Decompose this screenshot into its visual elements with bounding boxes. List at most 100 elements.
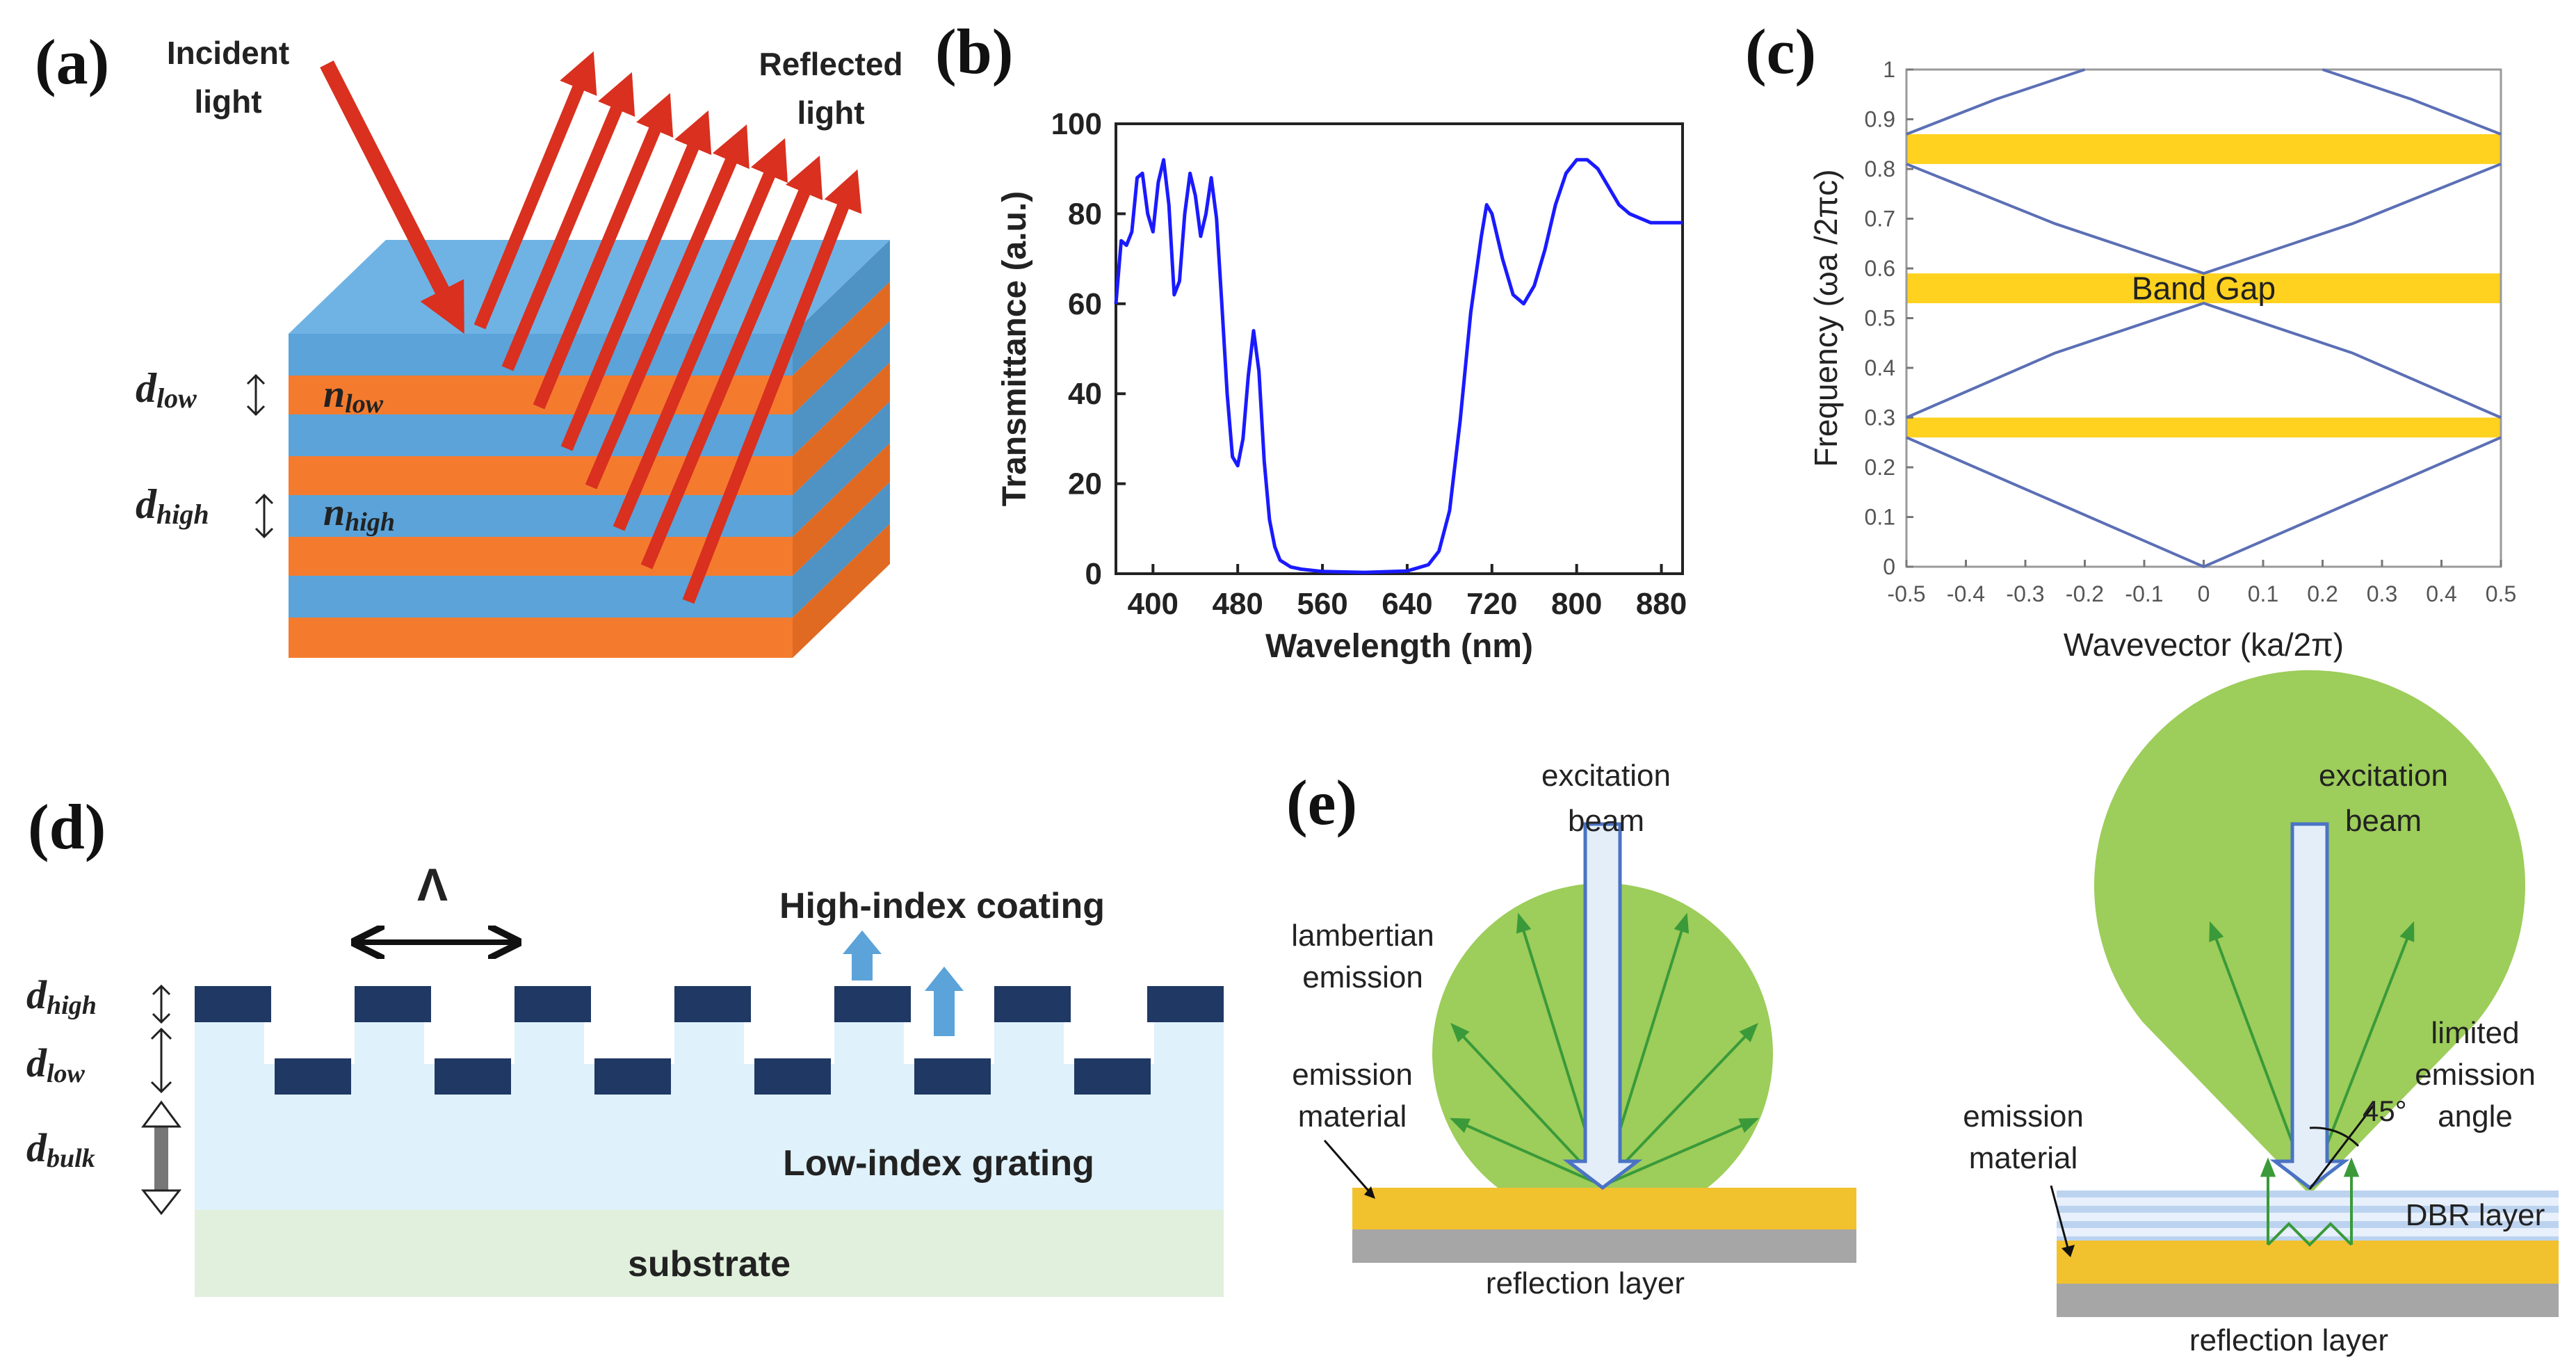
angle-arm xyxy=(2308,1104,2376,1190)
reflection-layer xyxy=(1352,1229,1856,1263)
lambertian-label-line2: emission xyxy=(1302,960,1423,994)
chart-b-x-tick-label: 560 xyxy=(1297,587,1347,621)
dbr-bounce-rays xyxy=(2267,1222,2353,1247)
chart-c-y-tick-label: 1 xyxy=(1883,57,1895,82)
band-gap-region xyxy=(1906,273,2501,304)
limited-label-line3: angle xyxy=(2438,1099,2513,1133)
reflected-ray-3 xyxy=(533,92,674,410)
dbr-layer-label: DBR layer xyxy=(2406,1198,2545,1232)
layer-low-2 xyxy=(289,456,793,495)
chart-c-y-tick-label: 0.5 xyxy=(1865,306,1895,331)
lambertian-label-line1: lambertian xyxy=(1291,919,1434,953)
chart-c-y-tick-label: 0.3 xyxy=(1865,405,1895,430)
dbr-setup: 45° excitation beam limited emission ang… xyxy=(1963,670,2559,1357)
up-arrow-icons xyxy=(843,930,964,1036)
chart-c-y-tick-label: 0.8 xyxy=(1865,156,1895,181)
substrate-layer xyxy=(195,1210,1224,1297)
chart-b-frame xyxy=(1115,122,1684,575)
chart-b-y-tick-label: 20 xyxy=(1068,467,1102,501)
chart-c-y-axis-label: Frequency (ωa /2πc) xyxy=(1808,169,1844,467)
panel-e-letter: (e) xyxy=(1286,767,1357,838)
band-gap-annotation: Band Gap xyxy=(2132,271,2276,307)
stack-side-face xyxy=(793,240,890,658)
d-bulk-label: dbulk xyxy=(26,1125,95,1173)
d-low-label-d: dlow xyxy=(26,1040,86,1088)
incident-light-label: Incident light xyxy=(167,35,289,120)
d-low-marker-icon xyxy=(246,373,266,417)
excitation-label-line2-left: beam xyxy=(1568,804,1644,838)
reflected-ray-6 xyxy=(613,138,788,531)
panel-c-letter: (c) xyxy=(1745,16,1816,87)
excitation-label-line1-right: excitation xyxy=(2319,759,2448,793)
layer-high-4 xyxy=(289,576,793,618)
layer-high-1 xyxy=(289,334,793,376)
emission-material-pointer-left xyxy=(1323,1140,1375,1197)
chart-c-x-tick-label: 0.2 xyxy=(2307,581,2338,606)
chart-b-y-tick-label: 60 xyxy=(1068,287,1102,321)
panel-a-letter: (a) xyxy=(35,26,109,97)
n-low-label: nlow xyxy=(323,373,384,419)
chart-b-x-tick-label: 880 xyxy=(1636,587,1687,621)
d-high-label: dhigh xyxy=(136,481,209,530)
emission-material-layer-right xyxy=(2057,1241,2559,1284)
chart-b-x-tick-label: 640 xyxy=(1382,587,1432,621)
lambertian-setup: excitation beam lambertian emission emis… xyxy=(1291,759,1856,1300)
substrate-label: substrate xyxy=(628,1244,791,1284)
angle-arc-icon xyxy=(2309,1127,2360,1147)
chart-c-x-axis-label: Wavevector (ka/2π) xyxy=(2064,627,2344,663)
chart-b-y-tick-label: 100 xyxy=(1051,107,1102,141)
reflection-layer-label-left: reflection layer xyxy=(1486,1266,1685,1300)
reflected-rays xyxy=(473,51,862,604)
chart-b-y-tick-label: 80 xyxy=(1068,197,1102,231)
reflected-ray-2 xyxy=(501,72,635,371)
high-index-coating-blocks xyxy=(195,986,1224,1095)
period-lambda-label: Λ xyxy=(417,859,448,910)
chart-b-x-tick-label: 800 xyxy=(1551,587,1602,621)
emission-material-label-line2-right: material xyxy=(1969,1141,2078,1175)
d-bulk-marker-icon xyxy=(140,1100,182,1216)
angle-label: 45° xyxy=(2363,1095,2407,1127)
chart-b-y-tick-label: 0 xyxy=(1085,557,1102,591)
chart-b-x-tick-label: 720 xyxy=(1466,587,1517,621)
chart-b-y-tick-label: 40 xyxy=(1068,377,1102,411)
excitation-beam-arrow xyxy=(1562,822,1643,1191)
chart-c-x-tick-label: 0.4 xyxy=(2426,581,2456,606)
panel-d-letter: (d) xyxy=(28,791,106,862)
high-index-coating-label: High-index coating xyxy=(779,886,1105,926)
chart-b-x-tick-label: 400 xyxy=(1128,587,1178,621)
band-dispersion-line xyxy=(1906,436,2502,569)
panel-e: (e) excitation beam lambertian emission … xyxy=(1286,670,2559,1357)
band-gap-region xyxy=(1906,134,2501,164)
chart-c-y-tick-label: 0 xyxy=(1883,554,1895,579)
layer-high-2 xyxy=(289,414,793,456)
dbr-layer xyxy=(2057,1191,2559,1241)
emission-material-label-line1-right: emission xyxy=(1963,1099,2084,1133)
chart-c-x-tick-label: -0.5 xyxy=(1887,581,1925,606)
reflected-label-line2: light xyxy=(797,95,864,131)
pointer-head-left-icon xyxy=(1364,1186,1375,1199)
low-index-grating-label: Low-index grating xyxy=(783,1143,1094,1184)
d-high-label-d: dhigh xyxy=(26,972,97,1020)
band-dispersion-line xyxy=(1906,68,2086,136)
chart-c-y-tick-label: 0.4 xyxy=(1865,355,1895,380)
reflection-layer-label-right: reflection layer xyxy=(2189,1323,2388,1357)
emission-material-label-line1-left: emission xyxy=(1292,1058,1413,1092)
chart-c-x-tick-label: 0.1 xyxy=(2248,581,2278,606)
reflected-ray-1 xyxy=(473,51,597,330)
incident-label-line1: Incident xyxy=(167,35,289,71)
d-low-marker-d-icon xyxy=(150,1027,172,1094)
band-dispersion-line xyxy=(1906,301,2502,419)
reflected-ray-7 xyxy=(640,155,823,570)
emission-material-pointer-right xyxy=(2050,1185,2070,1251)
pointer-head-right-icon xyxy=(2061,1245,2075,1257)
band-dispersion-line xyxy=(1906,162,2502,275)
panel-a: (a) xyxy=(35,26,903,658)
chart-c-y-tick-label: 0.7 xyxy=(1865,207,1895,232)
chart-c-x-tick-label: 0.5 xyxy=(2486,581,2516,606)
chart-b-y-axis-label: Transmittance (a.u.) xyxy=(996,191,1033,506)
